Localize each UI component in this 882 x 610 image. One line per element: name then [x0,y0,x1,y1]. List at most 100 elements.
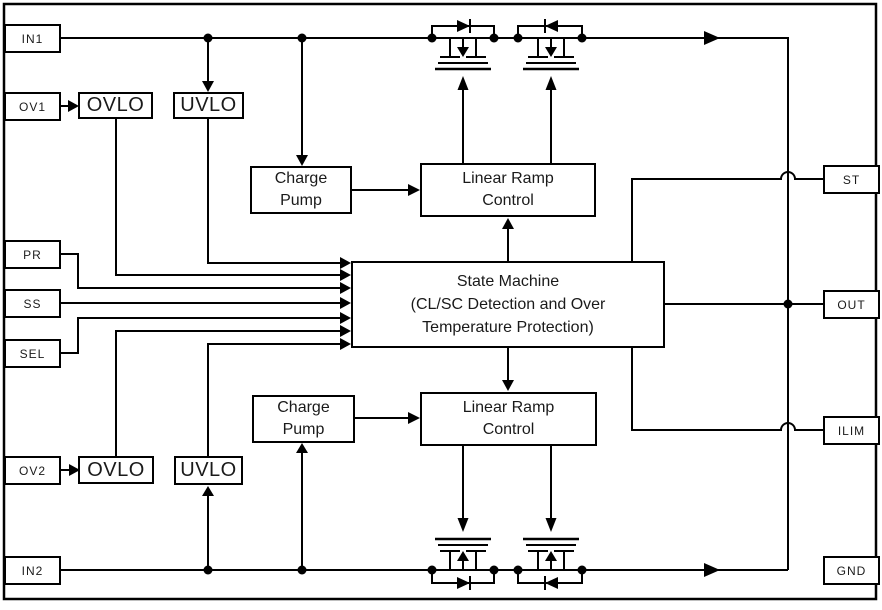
arrow-into-lrc-bottom [408,412,420,424]
block-charge-pump-bottom: Charge Pump [252,395,355,443]
block-uvlo-bottom-label: UVLO [180,459,237,481]
wire-ovlo-top-to-sm [115,119,341,276]
arrow-into-chargepump-bottom [296,443,308,453]
pin-in2: IN2 [4,556,61,585]
block-linear-ramp-top-label: Linear Ramp Control [462,168,554,212]
arrow-gate-bottom-right [545,518,557,532]
arrow-into-ovlo-top [68,100,79,112]
pin-ilim-label: ILIM [837,423,866,438]
wire-uvlo-top-to-sm [207,119,341,264]
body-diode-triangle [545,20,558,32]
pin-ss: SS [4,289,61,318]
arrow-into-uvlo-top [202,81,214,92]
arrow-into-ovlo-bottom [69,464,80,476]
pin-ilim: ILIM [823,416,880,445]
pin-st: ST [823,165,880,194]
arrow-sm-input-3 [340,282,351,294]
arrow-in2-direction [704,563,720,577]
block-charge-pump-bottom-label: Charge Pump [277,397,329,441]
mosfet-bottom-left [431,537,495,590]
mosfet-body-arrow [545,551,557,561]
pin-ov2: OV2 [4,456,61,485]
arrow-sm-input-1 [340,257,351,269]
charge-pump-top-line2: Pump [280,192,322,209]
block-ovlo-top-label: OVLO [86,94,145,116]
pin-ov1-label: OV1 [18,99,46,114]
pin-gnd: GND [823,556,880,585]
arrow-sm-input-6 [340,325,351,337]
arrow-gate-bottom-left [457,518,469,532]
mosfet-top-left [431,19,495,71]
body-diode-triangle [457,577,470,589]
mosfet-body-arrow [457,551,469,561]
linear-ramp-top-line1: Linear Ramp [462,170,554,187]
pin-sel: SEL [4,339,61,368]
linear-ramp-bottom-line1: Linear Ramp [462,399,555,416]
arrow-into-uvlo-bottom [202,486,214,496]
arrow-sm-input-2 [340,269,351,281]
state-machine-line2: (CL/SC Detection and Over [410,296,606,313]
pin-ov1: OV1 [4,92,61,121]
mosfet-stubs [449,38,477,57]
wires [61,37,823,571]
arrow-sm-input-4 [340,297,351,309]
charge-pump-bottom-line2: Pump [282,421,325,438]
mosfet-top-right [517,19,583,71]
block-charge-pump-top-label: Charge Pump [275,168,327,212]
wire-uvlo-bottom-to-sm [207,343,341,456]
pin-sel-label: SEL [19,346,46,361]
pin-out-label: OUT [837,297,866,312]
mosfet-stubs [537,38,565,57]
wire-pr-to-sm [61,253,341,289]
pin-st-label: ST [842,172,861,187]
state-machine-line1: State Machine [456,273,560,290]
block-linear-ramp-bottom: Linear Ramp Control [420,392,597,446]
state-machine-line3: Temperature Protection) [422,319,594,336]
linear-ramp-bottom-line2: Control [482,421,535,438]
pin-in1-label: IN1 [21,31,44,46]
block-linear-ramp-top: Linear Ramp Control [420,163,596,217]
wire-sm-to-ilim [631,348,823,431]
linear-ramp-top-line2: Control [482,192,534,209]
body-diode-triangle [545,577,558,589]
arrow-sm-to-lrc-top [502,218,514,229]
arrow-in1-direction [704,31,720,45]
arrowheads [68,31,720,577]
block-state-machine: State Machine (CL/SC Detection and Over … [351,261,665,348]
pin-gnd-label: GND [836,563,867,578]
mosfet-bottom-right [517,537,583,590]
block-ovlo-top: OVLO [78,92,153,119]
body-diode-triangle [457,20,470,32]
arrow-sm-to-lrc-bottom [502,380,514,391]
arrow-into-chargepump-top [296,155,308,166]
pin-ov2-label: OV2 [18,463,46,478]
wire-sel-to-sm [61,317,341,354]
mosfet-body-arrow [545,47,557,57]
pin-out: OUT [823,290,880,319]
mosfet-stubs [449,551,477,570]
block-ovlo-bottom: OVLO [78,456,154,484]
junction-dots [203,33,793,575]
wire-ovlo-bottom-to-sm [115,330,341,456]
pin-pr-label: PR [23,247,42,262]
pin-in2-label: IN2 [21,563,44,578]
mosfet-body-arrow [457,47,469,57]
block-uvlo-top-label: UVLO [180,94,237,116]
mosfet-stubs [537,551,565,570]
wire-sm-to-st [631,171,823,261]
arrow-sm-input-5 [340,312,351,324]
pin-in1: IN1 [4,24,61,53]
arrow-gate-top-left [457,76,469,90]
block-uvlo-bottom: UVLO [174,456,243,485]
charge-pump-bottom-line1: Charge [277,399,330,416]
arrow-into-lrc-top [408,184,420,196]
charge-pump-top-line1: Charge [274,170,328,187]
arrow-gate-top-right [545,76,557,90]
arrow-sm-input-7 [340,338,351,350]
block-linear-ramp-bottom-label: Linear Ramp Control [463,397,555,441]
block-state-machine-label: State Machine (CL/SC Detection and Over … [411,270,606,339]
pin-ss-label: SS [23,296,42,311]
block-ovlo-bottom-label: OVLO [87,458,145,481]
